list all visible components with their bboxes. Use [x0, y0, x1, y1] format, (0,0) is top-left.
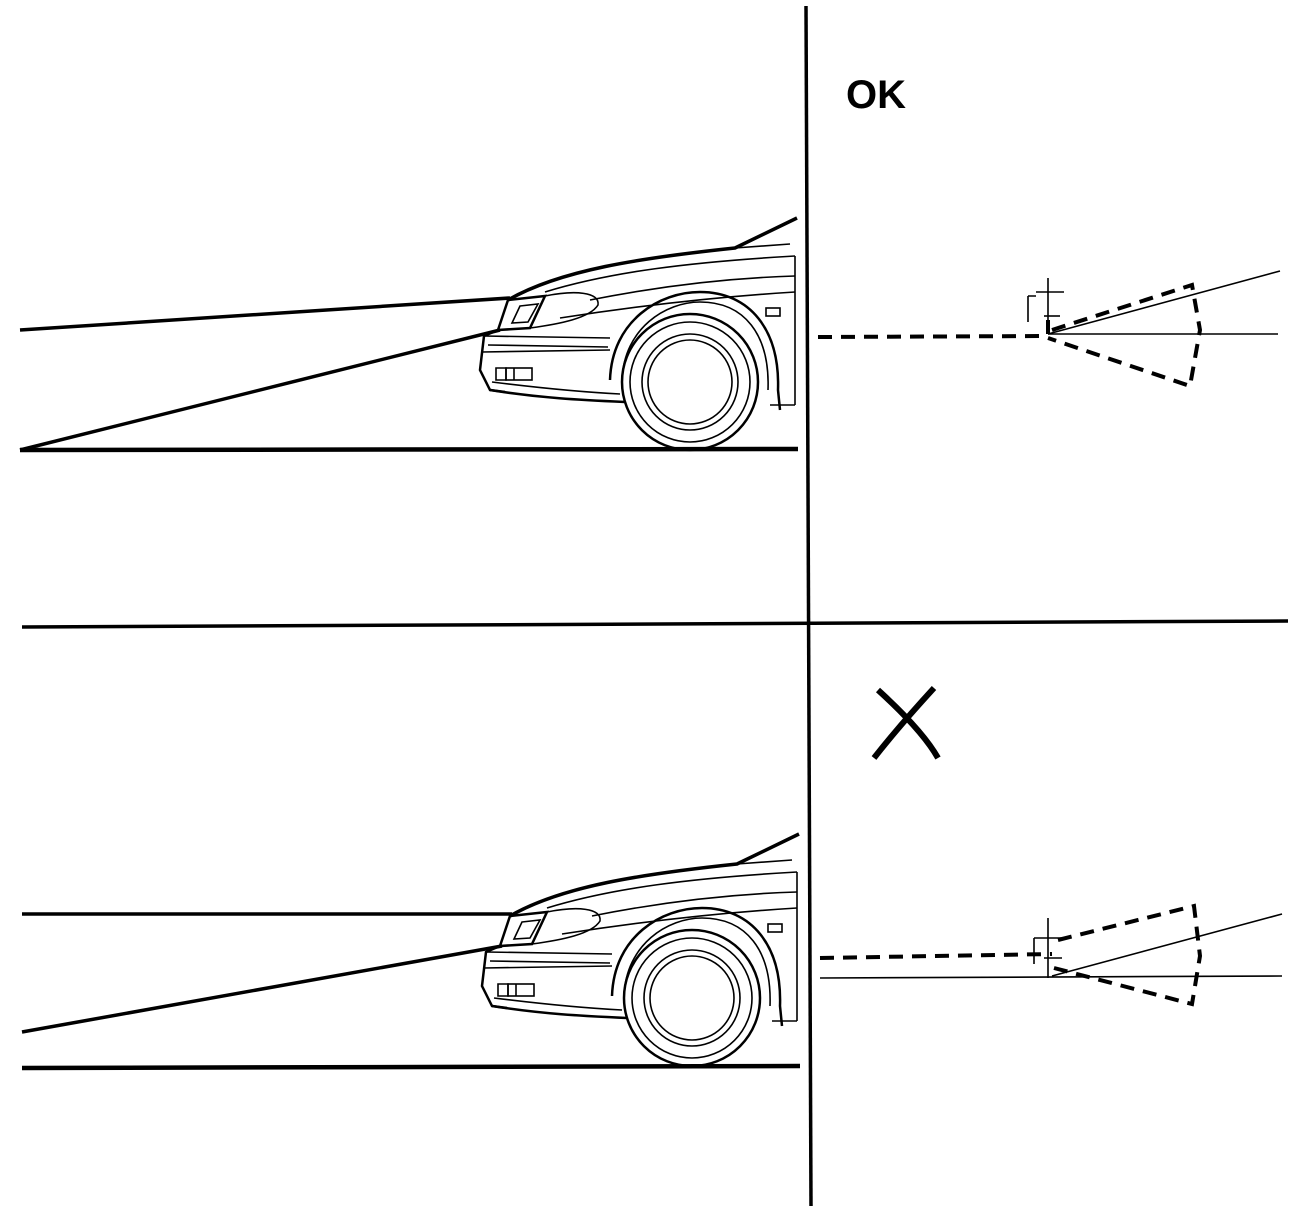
- ground-line: [21, 1063, 801, 1071]
- ground-line: [19, 446, 799, 453]
- lower-beam-line: [21, 944, 503, 1034]
- bottom-panel: [21, 685, 1283, 1071]
- horizontal-divider: [21, 619, 1289, 629]
- lower-beam-line: [19, 328, 501, 452]
- top-panel: OK: [19, 73, 1281, 453]
- car-front-icon: [478, 216, 799, 452]
- headlight-beam-pattern-icon: [819, 903, 1283, 1007]
- ok-label: OK: [846, 73, 906, 117]
- cross-mark-icon: [871, 685, 941, 760]
- upper-beam-line: [19, 296, 511, 332]
- vertical-divider: [804, 5, 813, 1207]
- car-front-icon: [480, 832, 801, 1068]
- headlight-beam-pattern-icon: [817, 270, 1281, 389]
